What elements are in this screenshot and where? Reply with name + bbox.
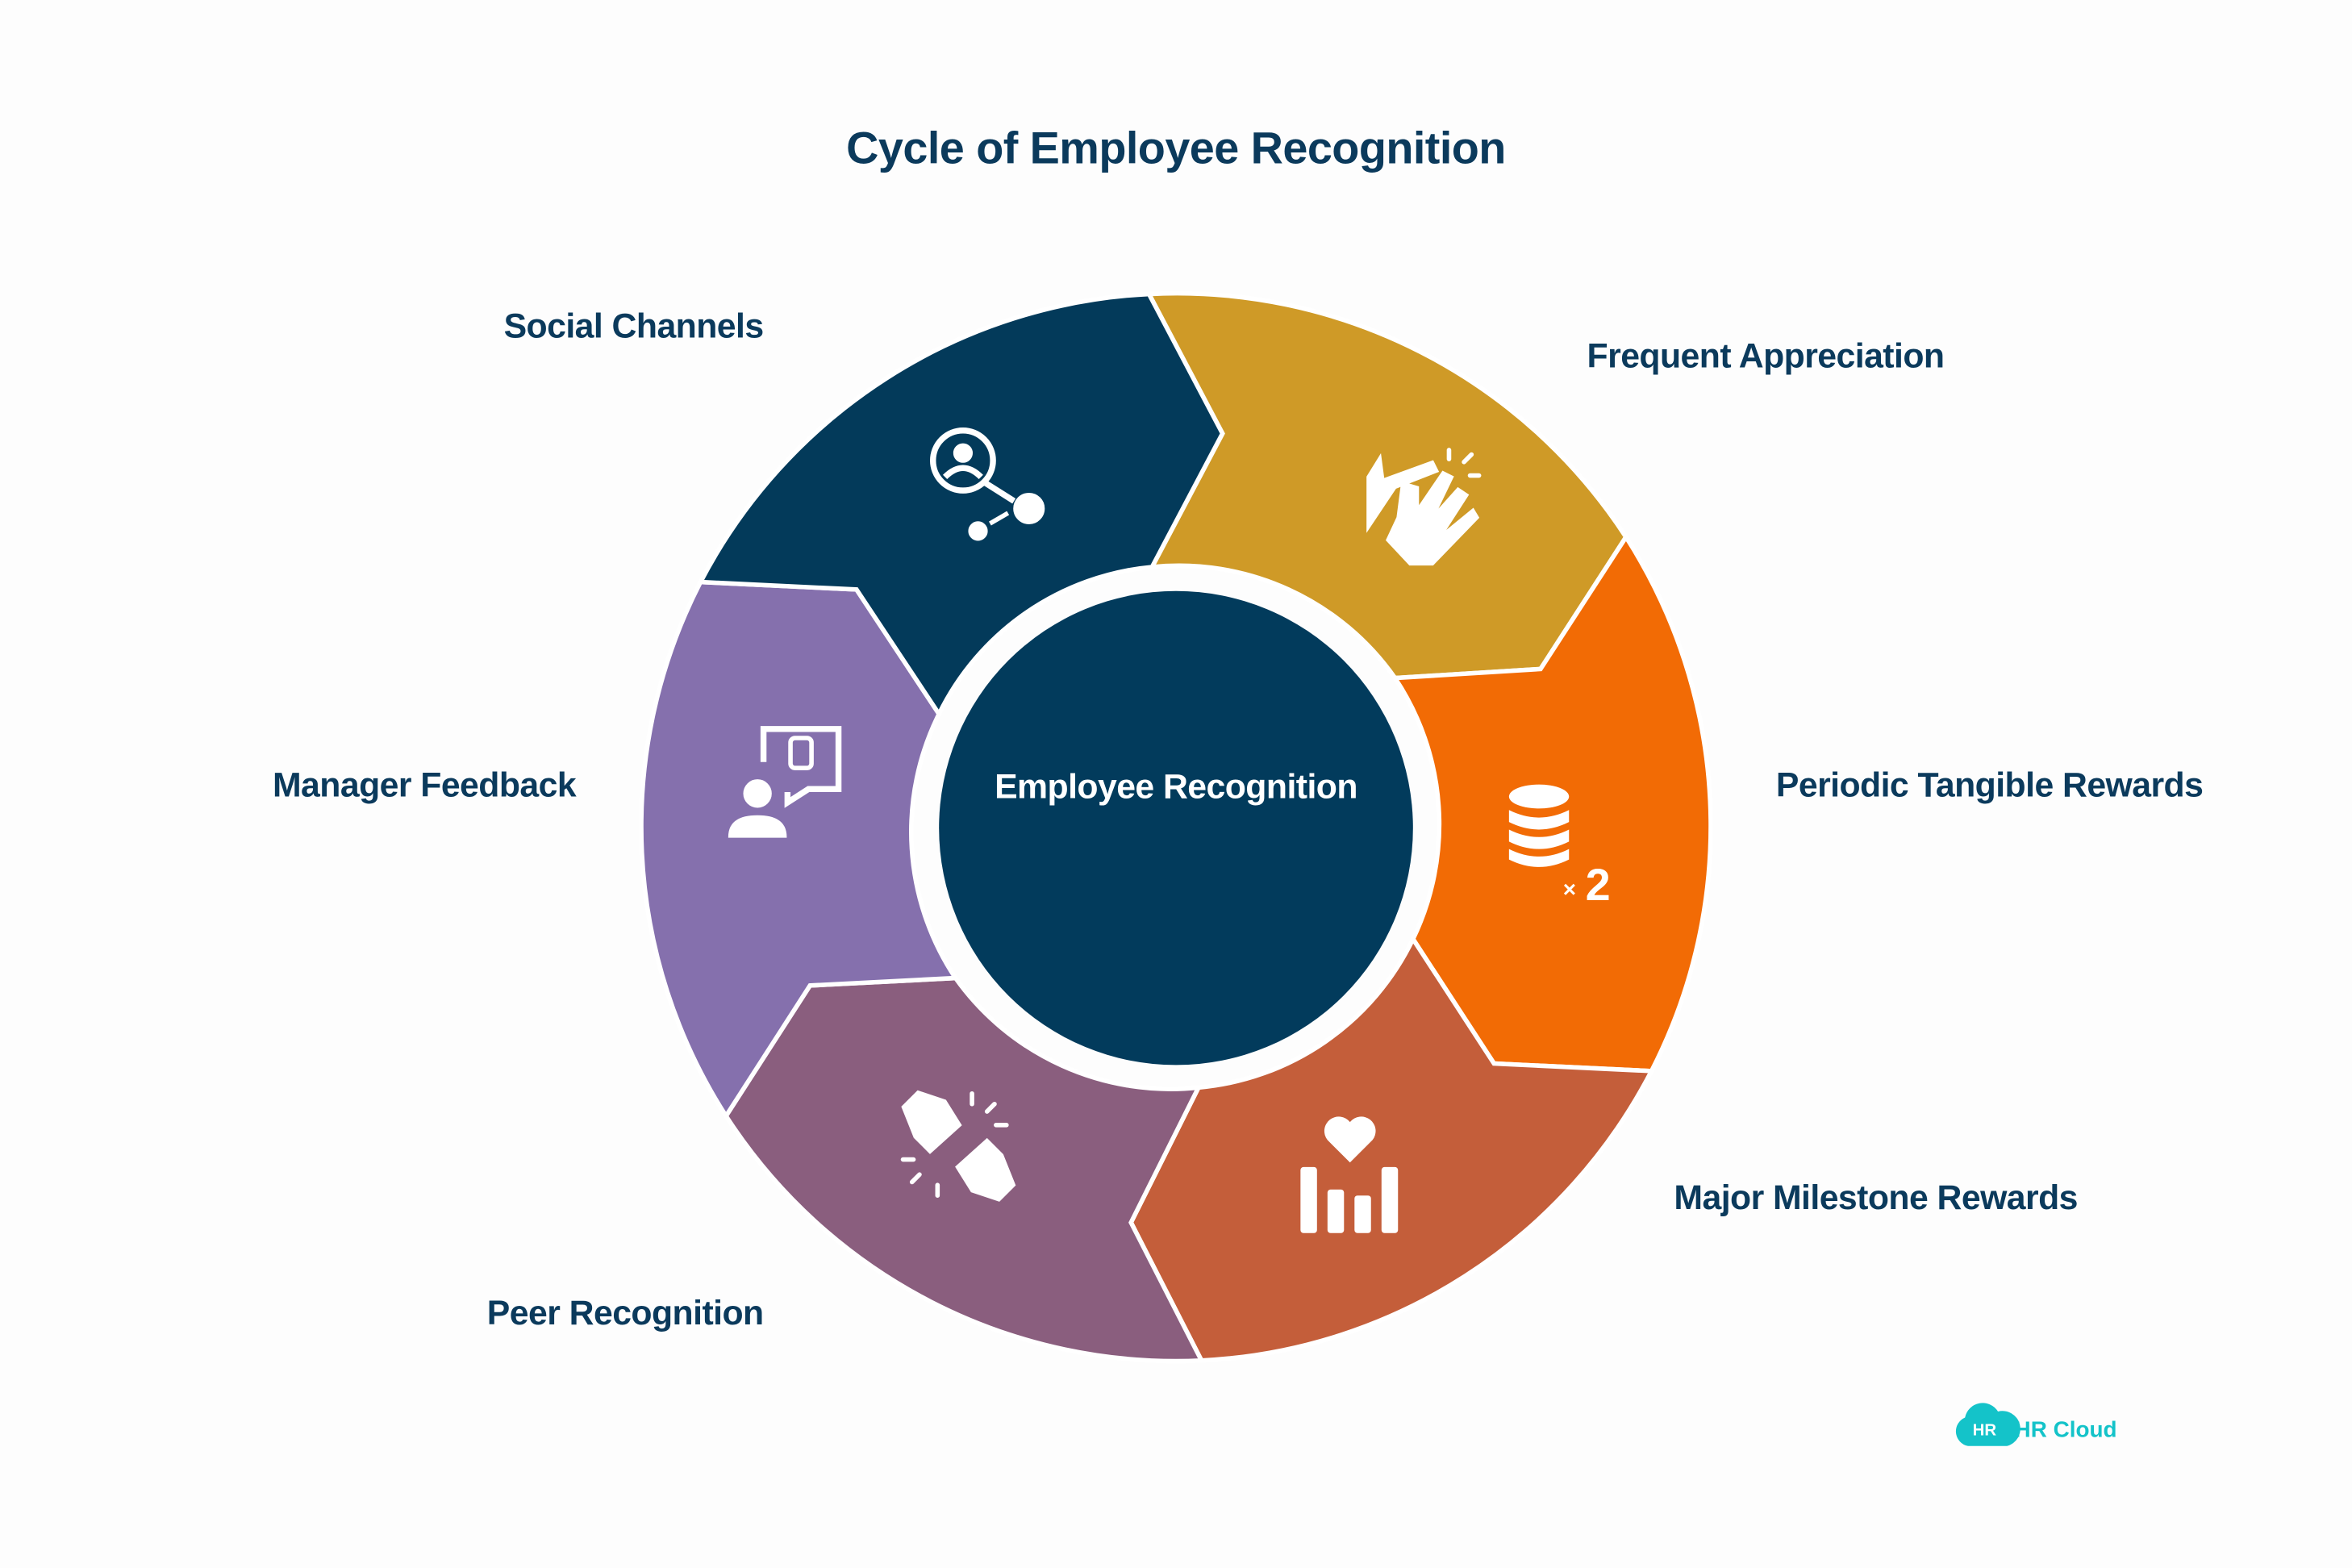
svg-text:×: × [1563, 877, 1576, 902]
person-feedback-board-icon [728, 726, 842, 838]
label-major-milestone-rewards: Major Milestone Rewards [1674, 1178, 2077, 1217]
heart-bar-chart-icon [1300, 1116, 1399, 1233]
fist-bump-icon [900, 1090, 1016, 1202]
segment-social-channels [696, 291, 1225, 719]
cloud-icon [1955, 1403, 2020, 1446]
logo-name: HR Cloud [2015, 1417, 2117, 1442]
clapping-hands-icon [1366, 448, 1482, 566]
segment-major-milestone-rewards [1128, 934, 1655, 1363]
segment-manager-feedback [639, 579, 960, 1120]
coin-stack-x2-icon: × 2 [1508, 784, 1611, 910]
label-social-channels: Social Channels [504, 307, 764, 345]
center-circle [939, 590, 1413, 1065]
svg-text:2: 2 [1586, 859, 1611, 910]
logo-badge: HR [1973, 1421, 1997, 1440]
center-label: Employee Recognition [995, 767, 1357, 806]
label-manager-feedback: Manager Feedback [273, 766, 577, 805]
label-peer-recognition: Peer Recognition [487, 1294, 764, 1332]
label-frequent-appreciation: Frequent Appreciation [1587, 337, 1945, 376]
user-network-search-icon [930, 427, 1045, 541]
hr-cloud-logo: HR HR Cloud [1955, 1403, 2117, 1446]
diagram-title: Cycle of Employee Recognition [846, 123, 1506, 173]
label-periodic-tangible-rewards: Periodic Tangible Rewards [1776, 766, 2203, 805]
